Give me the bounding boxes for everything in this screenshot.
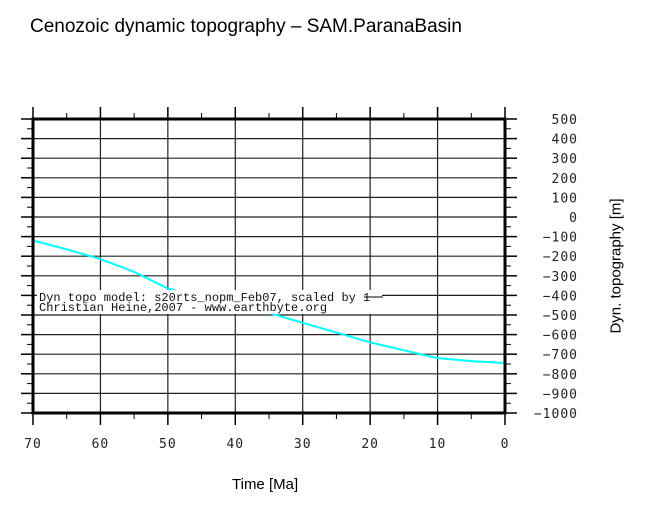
x-tick-label: 10	[429, 437, 447, 452]
x-tick-label: 60	[92, 437, 110, 452]
axis-ticks	[21, 107, 517, 425]
grid-lines	[32, 118, 506, 414]
x-tick-label: 40	[226, 437, 244, 452]
chart-title: Cenozoic dynamic topography – SAM.Parana…	[30, 16, 462, 37]
y-tick-label: −500	[543, 309, 578, 324]
x-tick-label: 50	[159, 437, 177, 452]
x-tick-labels: 70 60 50 40 30 20 10 0	[24, 437, 510, 452]
y-tick-label: −100	[543, 231, 578, 246]
y-tick-label: 100	[552, 191, 578, 206]
y-tick-label: −700	[543, 348, 578, 363]
y-tick-label: −300	[543, 270, 578, 285]
x-tick-label: 20	[361, 437, 379, 452]
plot-frame	[31, 117, 507, 415]
y-tick-labels: 500 400 300 200 100 0 −100 −200 −300 −400 −500 −600…	[534, 113, 578, 422]
y-tick-label: 400	[552, 133, 578, 148]
x-tick-label: 70	[24, 437, 42, 452]
y-tick-label: −600	[543, 329, 578, 344]
y-tick-label: −800	[543, 368, 578, 383]
annotation-line-1: Dyn topo model: s20rts_nopm_Feb07, scale…	[39, 291, 370, 305]
annotation-box: Dyn topo model: s20rts_nopm_Feb07, scale…	[37, 290, 383, 315]
y-axis-label: Dyn. topography [m]	[607, 198, 625, 334]
y-tick-label: −400	[543, 289, 578, 304]
y-tick-label: −900	[543, 387, 578, 402]
y-tick-label: 200	[552, 172, 578, 187]
y-tick-label: −200	[543, 250, 578, 265]
y-tick-label: 300	[552, 152, 578, 167]
x-tick-label: 0	[501, 437, 510, 452]
x-tick-label: 30	[294, 437, 312, 452]
y-tick-label: 500	[552, 113, 578, 128]
y-tick-label: 0	[569, 211, 578, 226]
x-axis-label: Time [Ma]	[232, 476, 299, 493]
y-tick-label: −1000	[534, 407, 578, 422]
annotation-line-2: Christian Heine,2007 - www.earthbyte.org	[39, 301, 327, 315]
